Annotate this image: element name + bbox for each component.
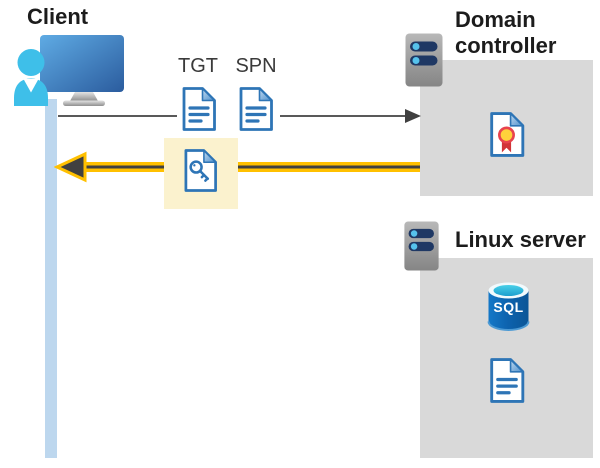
keytab-document-icon — [487, 356, 527, 405]
tgt-document-icon — [180, 85, 218, 133]
certificate-document-icon — [487, 110, 527, 159]
linux-server-label: Linux server — [455, 227, 586, 252]
client-user-monitor-icon — [14, 35, 124, 106]
linux-server-icon — [404, 221, 439, 271]
domain-controller-label: Domain controller — [455, 7, 557, 58]
domain-controller-server-icon — [405, 33, 443, 87]
spn-document-icon — [237, 85, 275, 133]
key-document-icon — [182, 147, 219, 194]
client-label: Client — [27, 4, 89, 29]
response-arrow-icon — [54, 151, 420, 183]
tgt-label: TGT — [178, 55, 218, 77]
spn-label: SPN — [235, 55, 277, 77]
sql-database-label: SQL — [493, 299, 524, 315]
request-arrow-icon — [58, 109, 421, 123]
client-lifeline-bar — [45, 99, 57, 458]
